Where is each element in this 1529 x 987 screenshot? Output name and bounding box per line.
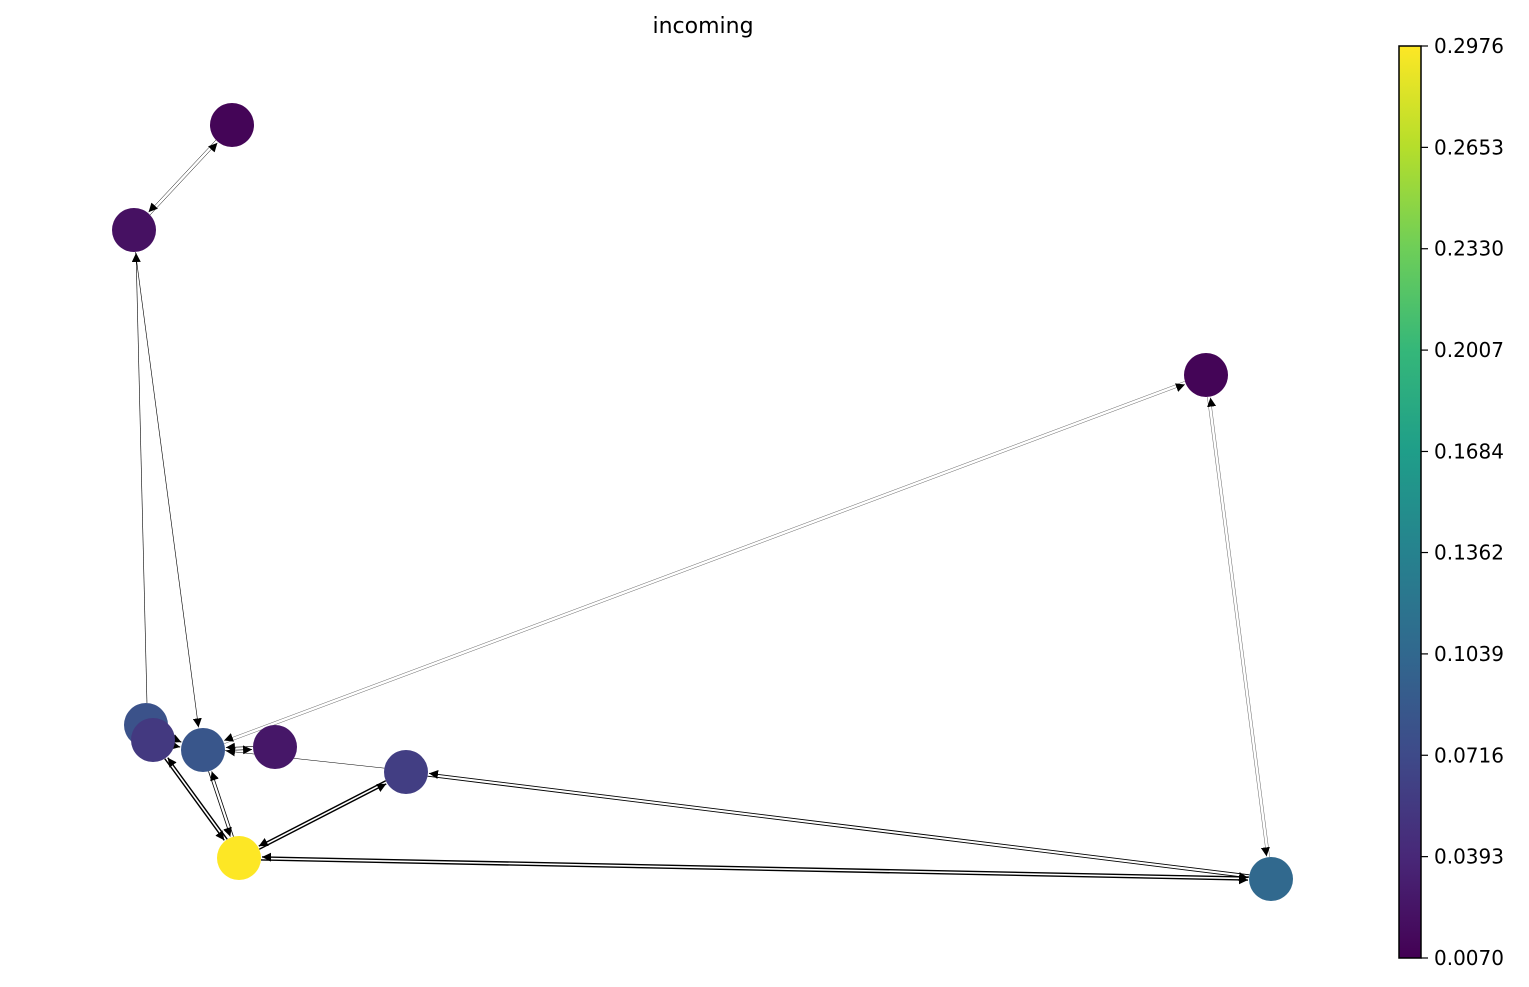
colorbar-tick-label: 0.1362 (1434, 541, 1504, 565)
edge-n8-n6 (226, 747, 385, 769)
nodes (112, 103, 1293, 901)
node-n9 (217, 836, 261, 880)
edge-n2-n1 (149, 142, 218, 216)
colorbar-tick-label: 0.2007 (1434, 338, 1504, 362)
edge-n6-n9 (208, 771, 232, 837)
node-n10 (1249, 857, 1293, 901)
node-n7 (253, 725, 297, 769)
edges (131, 139, 1270, 885)
colorbar: 0.0070 0.0393 0.0716 0.1039 0.1362 0.1684 0.20… (1398, 34, 1504, 970)
edge-n9-n5 (167, 757, 228, 840)
colorbar-tick-label: 0.2653 (1434, 135, 1504, 159)
edge-n9-n6 (210, 771, 234, 837)
edge-n8-n10 (427, 775, 1249, 882)
node-n6 (181, 728, 225, 772)
colorbar-tick-label: 0.0393 (1434, 845, 1504, 869)
node-n8 (384, 750, 428, 794)
edge-n9-n8 (258, 783, 387, 850)
edge-n1-n2 (148, 139, 217, 213)
colorbar-tick-label: 0.0070 (1434, 946, 1504, 970)
edge-n8-n9 (258, 780, 387, 847)
colorbar-gradient (1399, 46, 1421, 958)
edge-n6-n3 (224, 383, 1186, 744)
node-n1 (210, 103, 254, 147)
edge-n4-n2 (131, 252, 148, 703)
edge-n2-n6 (135, 251, 202, 728)
edge-n7-n6 (225, 742, 253, 752)
edge-n3-n6 (223, 381, 1185, 742)
edge-n10-n9 (262, 852, 1250, 878)
colorbar-tick-label: 0.2976 (1434, 34, 1504, 58)
node-n5 (131, 718, 175, 762)
edge-n5-n6 (170, 740, 181, 750)
colorbar-tick-label: 0.1684 (1434, 439, 1504, 463)
edge-n10-n8 (428, 769, 1250, 876)
edge-n10-n3 (1207, 397, 1270, 858)
colorbar-tick-label: 0.1039 (1434, 642, 1504, 666)
colorbar-tick-label: 0.0716 (1434, 743, 1504, 767)
colorbar-ticks: 0.0070 0.0393 0.0716 0.1039 0.1362 0.1684 0.20… (1421, 34, 1504, 970)
edge-n6-n7 (225, 745, 253, 755)
edge-n3-n10 (1207, 396, 1270, 857)
edge-n9-n10 (260, 859, 1248, 885)
colorbar-tick-label: 0.2330 (1434, 237, 1504, 261)
edge-n5-n9 (164, 758, 225, 841)
node-n3 (1184, 353, 1228, 397)
colorbar-frame (1398, 45, 1422, 959)
chart-title: incoming (652, 14, 753, 39)
node-n2 (112, 208, 156, 252)
